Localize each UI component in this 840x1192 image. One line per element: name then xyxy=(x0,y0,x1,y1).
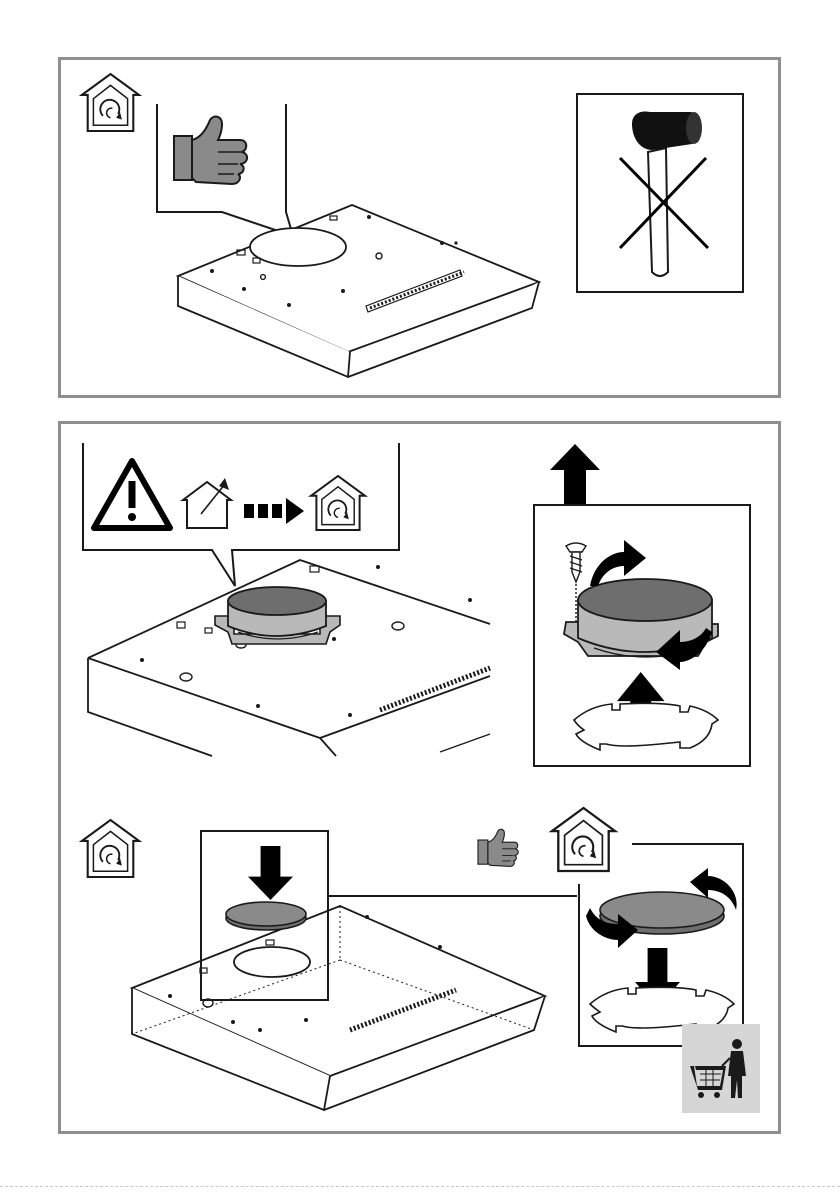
hood-with-collar xyxy=(88,560,490,756)
callout-warning xyxy=(76,436,406,586)
bayonet-outline xyxy=(574,703,718,750)
hood-top-view xyxy=(178,205,539,377)
collar-removal-detail xyxy=(534,505,750,766)
shopping-cart-person-icon xyxy=(682,1024,760,1113)
cover-disc xyxy=(226,902,306,930)
disc-fitting-detail xyxy=(579,844,743,1046)
hood-dashed-view xyxy=(132,906,545,1110)
callout-thumbs-up xyxy=(150,98,293,236)
recirculation-house-icon xyxy=(82,820,139,877)
thumbs-up-icon xyxy=(478,829,518,866)
down-arrow-icon xyxy=(248,846,293,900)
no-hammer-icon xyxy=(577,94,743,292)
recirculation-house-icon xyxy=(82,74,139,131)
up-arrow-icon xyxy=(550,444,600,504)
recirculation-house-icon xyxy=(552,808,615,871)
